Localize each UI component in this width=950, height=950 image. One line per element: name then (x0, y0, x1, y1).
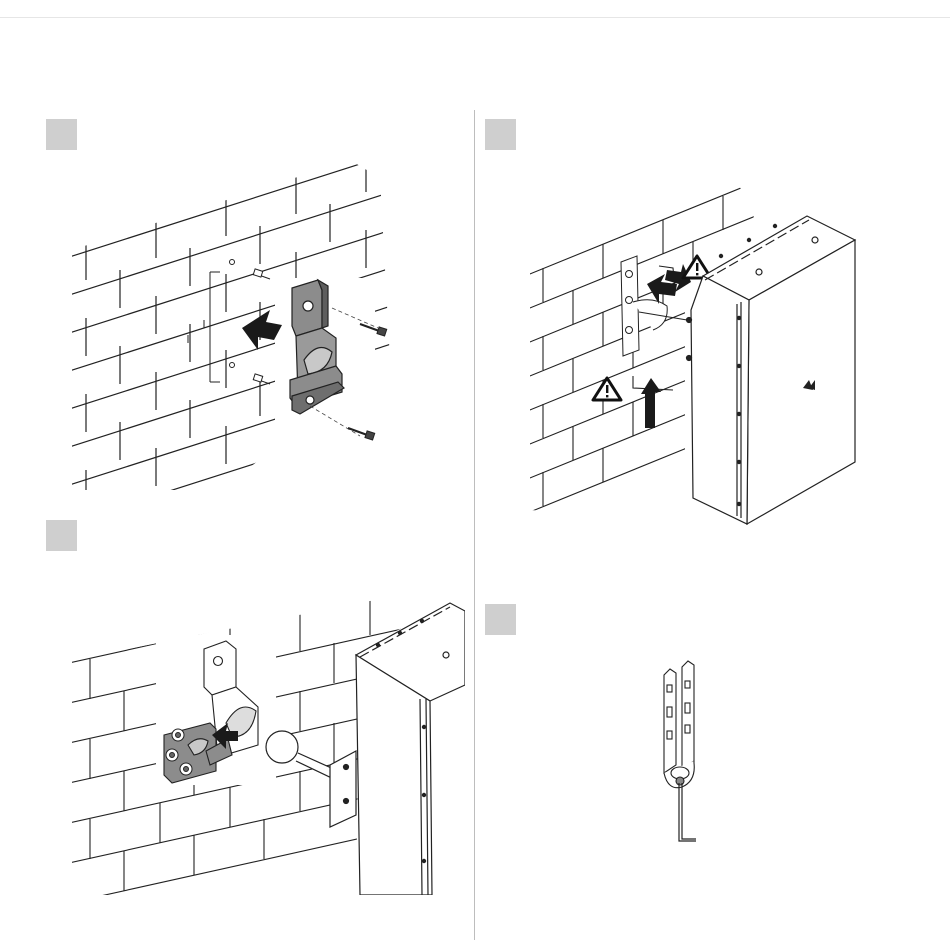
bracket-with-hex-key-drawing (650, 655, 710, 845)
step-box-2 (485, 119, 516, 150)
step-number (46, 119, 77, 150)
warning-triangle-icon (593, 378, 621, 400)
illustration-step-1 (60, 160, 460, 500)
speaker-attach-warning-drawing (525, 180, 865, 530)
ball-joint-clamp-drawing (60, 595, 465, 895)
bracket-part (664, 661, 694, 788)
ball-joint (266, 731, 356, 827)
step-number (485, 604, 516, 635)
hex-key-icon (679, 783, 696, 841)
top-rule (0, 17, 950, 18)
step-number (485, 119, 516, 150)
illustration-step-4 (650, 655, 710, 845)
illustration-step-2 (525, 180, 865, 530)
step-box-3 (46, 520, 77, 551)
step-number (46, 520, 77, 551)
wall-bracket-mounting-drawing (60, 160, 460, 500)
wall-bracket (621, 256, 687, 356)
step-box-1 (46, 119, 77, 150)
column-divider (474, 110, 475, 940)
illustration-step-3 (60, 595, 465, 895)
push-arrow-icon (641, 264, 691, 428)
step-box-4 (485, 604, 516, 635)
